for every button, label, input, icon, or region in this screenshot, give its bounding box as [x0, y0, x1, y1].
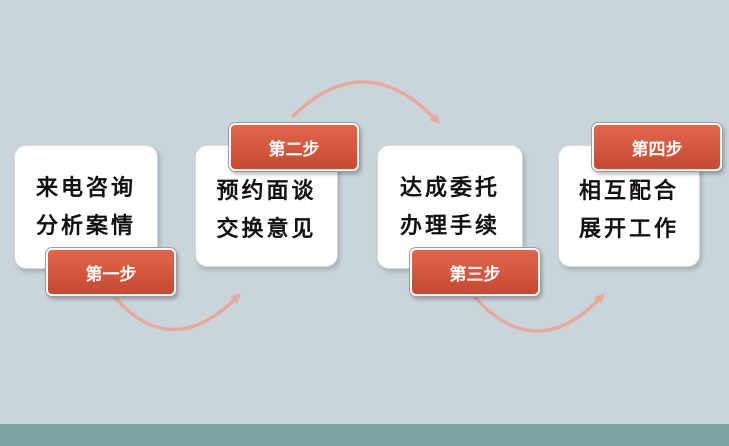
step-3-line-1: 达成委托 — [399, 175, 500, 201]
arrow-top-icon — [290, 80, 440, 124]
step-1-card: 来电咨询 分析案情 — [14, 145, 158, 269]
step-2-tag: 第二步 — [229, 123, 359, 171]
step-2-line-1: 预约面谈 — [216, 178, 317, 204]
bottom-bar — [0, 424, 729, 446]
arrow-bottom-1-icon — [108, 290, 241, 332]
step-4-line-2: 展开工作 — [578, 216, 679, 242]
step-1-line-2: 分析案情 — [35, 213, 136, 239]
step-4-tag: 第四步 — [592, 123, 722, 171]
step-3-tag: 第三步 — [410, 248, 540, 296]
step-1-tag: 第一步 — [46, 248, 176, 296]
arrow-bottom-2-icon — [468, 290, 605, 333]
step-4-line-1: 相互配合 — [578, 178, 679, 204]
step-2-line-2: 交换意见 — [216, 216, 317, 242]
step-3-line-2: 办理手续 — [399, 213, 500, 239]
step-1-line-1: 来电咨询 — [35, 175, 136, 201]
step-4-card: 相互配合 展开工作 — [558, 145, 700, 267]
